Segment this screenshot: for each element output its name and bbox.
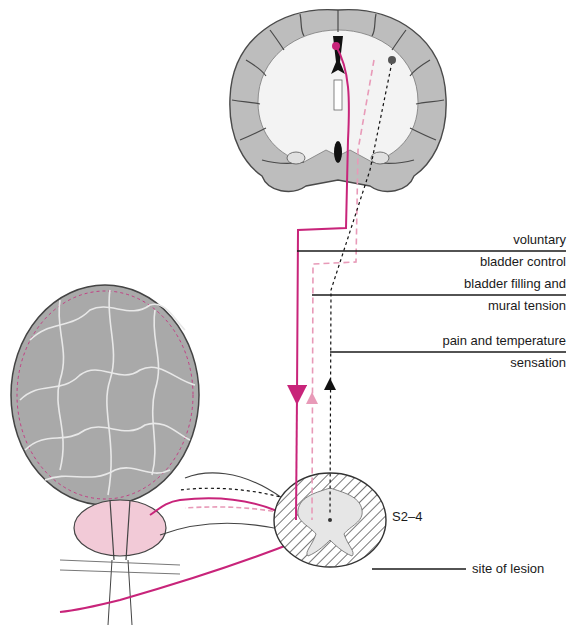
pathway-label: voluntary bladder control (472, 229, 566, 273)
brain-section (230, 10, 446, 192)
lesion-label: site of lesion (472, 558, 544, 580)
pathways (296, 42, 396, 520)
bladder (11, 285, 199, 625)
pathway-label: bladder filling and mural tension (460, 273, 566, 317)
pathway-label: pain and temperature sensation (434, 330, 566, 374)
segment-label: S2–4 (392, 506, 422, 528)
leader-lines (297, 251, 566, 569)
